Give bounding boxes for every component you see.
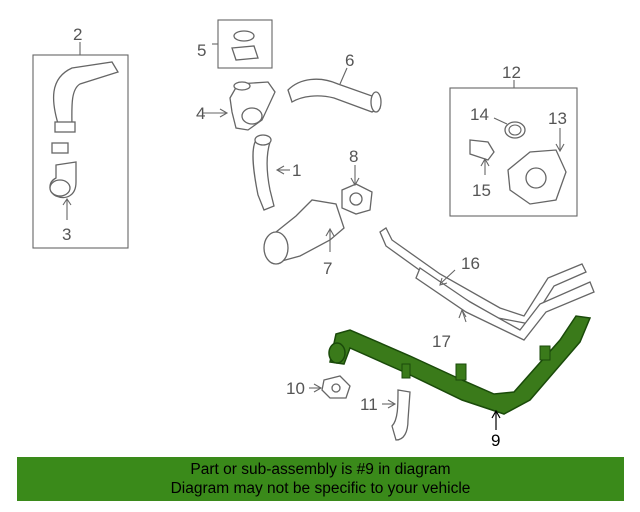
callout-10: 10 [286,379,305,398]
group-box-12 [449,80,578,217]
housing-part-13[interactable] [507,128,567,205]
group-box-2 [32,42,129,249]
sensor-part-15[interactable] [469,139,495,175]
hose-part-2[interactable] [52,61,119,133]
callout-15: 15 [472,181,491,200]
callout-8: 8 [349,147,358,166]
pipe-part-16[interactable] [379,227,587,325]
elbow-fitting-part-3[interactable] [49,161,77,220]
gasket-part-10[interactable] [309,375,351,399]
banner-line-2: Diagram may not be specific to your vehi… [170,480,471,497]
callout-11: 11 [360,395,378,414]
o-ring-part-14[interactable] [493,117,526,139]
pipe-part-9-highlighted[interactable] [328,315,592,430]
hose-part-11[interactable] [382,389,411,441]
housing-part-7[interactable] [263,199,345,265]
clamp-part[interactable] [51,142,69,154]
callout-5: 5 [197,41,206,60]
callout-6: 6 [345,51,354,70]
hose-part-6[interactable] [287,67,382,113]
callout-16: 16 [461,254,480,273]
banner-line-1: Part or sub-assembly is #9 in diagram [190,461,451,478]
pipe-part-17[interactable] [415,267,595,341]
callout-4: 4 [196,104,205,123]
callout-14: 14 [470,105,489,124]
thermostat-part-8[interactable] [341,165,373,215]
callout-12: 12 [502,63,521,82]
callout-17: 17 [432,332,451,351]
info-banner: Part or sub-assembly is #9 in diagram Di… [17,457,624,501]
callout-13: 13 [548,109,567,128]
callout-9: 9 [491,431,500,450]
callout-7: 7 [323,259,332,278]
group-box-5 [212,19,273,69]
water-outlet-part-4[interactable] [203,81,276,131]
callout-1: 1 [292,161,301,180]
callout-3: 3 [62,225,71,244]
gasket-part-5[interactable] [231,30,259,61]
callout-2: 2 [73,25,82,44]
hose-part-1[interactable] [252,134,290,211]
